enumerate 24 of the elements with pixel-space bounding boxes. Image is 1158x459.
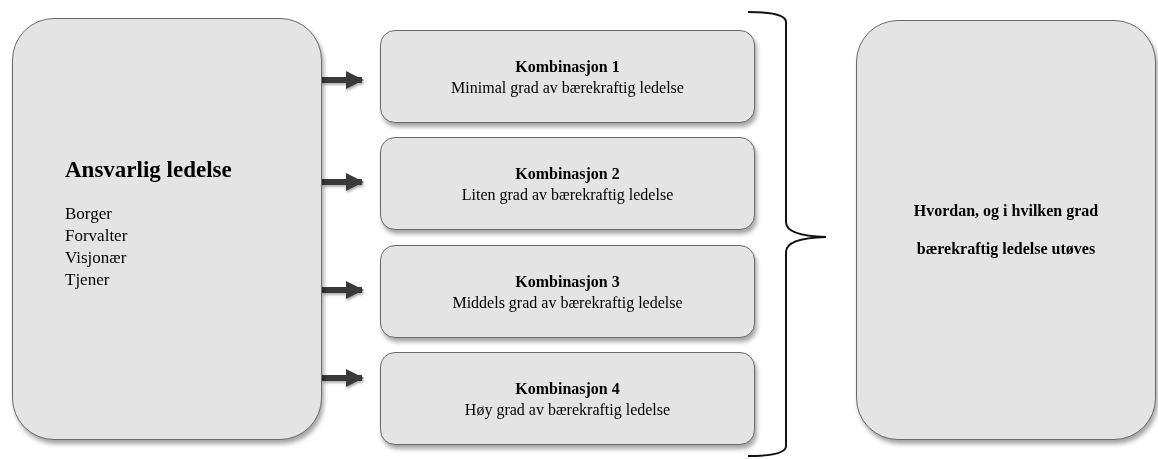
arrow xyxy=(322,281,364,299)
rounded-box xyxy=(380,137,755,230)
arrow xyxy=(322,71,364,89)
box-description: Liten grad av bærekraftig ledelse xyxy=(461,184,674,205)
rounded-box xyxy=(380,30,755,123)
box-description: Minimal grad av bærekraftig ledelse xyxy=(451,77,684,98)
rounded-box xyxy=(380,352,755,445)
arrow xyxy=(322,173,364,191)
box-heading: Ansvarlig ledelse xyxy=(65,157,232,183)
box-heading: Kombinasjon 2 xyxy=(515,163,620,184)
box-description: Høy grad av bærekraftig ledelse xyxy=(464,399,671,420)
box-heading: Kombinasjon 3 xyxy=(515,271,620,292)
arrow xyxy=(322,369,364,387)
box-heading: Kombinasjon 4 xyxy=(515,378,620,399)
list-item: Forvalter xyxy=(65,225,128,247)
rounded-box xyxy=(856,20,1156,440)
rounded-box xyxy=(380,245,755,338)
box-text: Hvordan, og i hvilken grad bærekraftig ledelse utøves xyxy=(912,201,1100,260)
box-description: Middels grad av bærekraftig ledelse xyxy=(452,292,683,313)
list-item: Borger xyxy=(65,203,112,225)
rounded-box xyxy=(12,18,322,440)
box-heading: Kombinasjon 1 xyxy=(515,56,620,77)
list-item: Tjener xyxy=(65,269,110,291)
list-item: Visjonær xyxy=(65,247,127,269)
